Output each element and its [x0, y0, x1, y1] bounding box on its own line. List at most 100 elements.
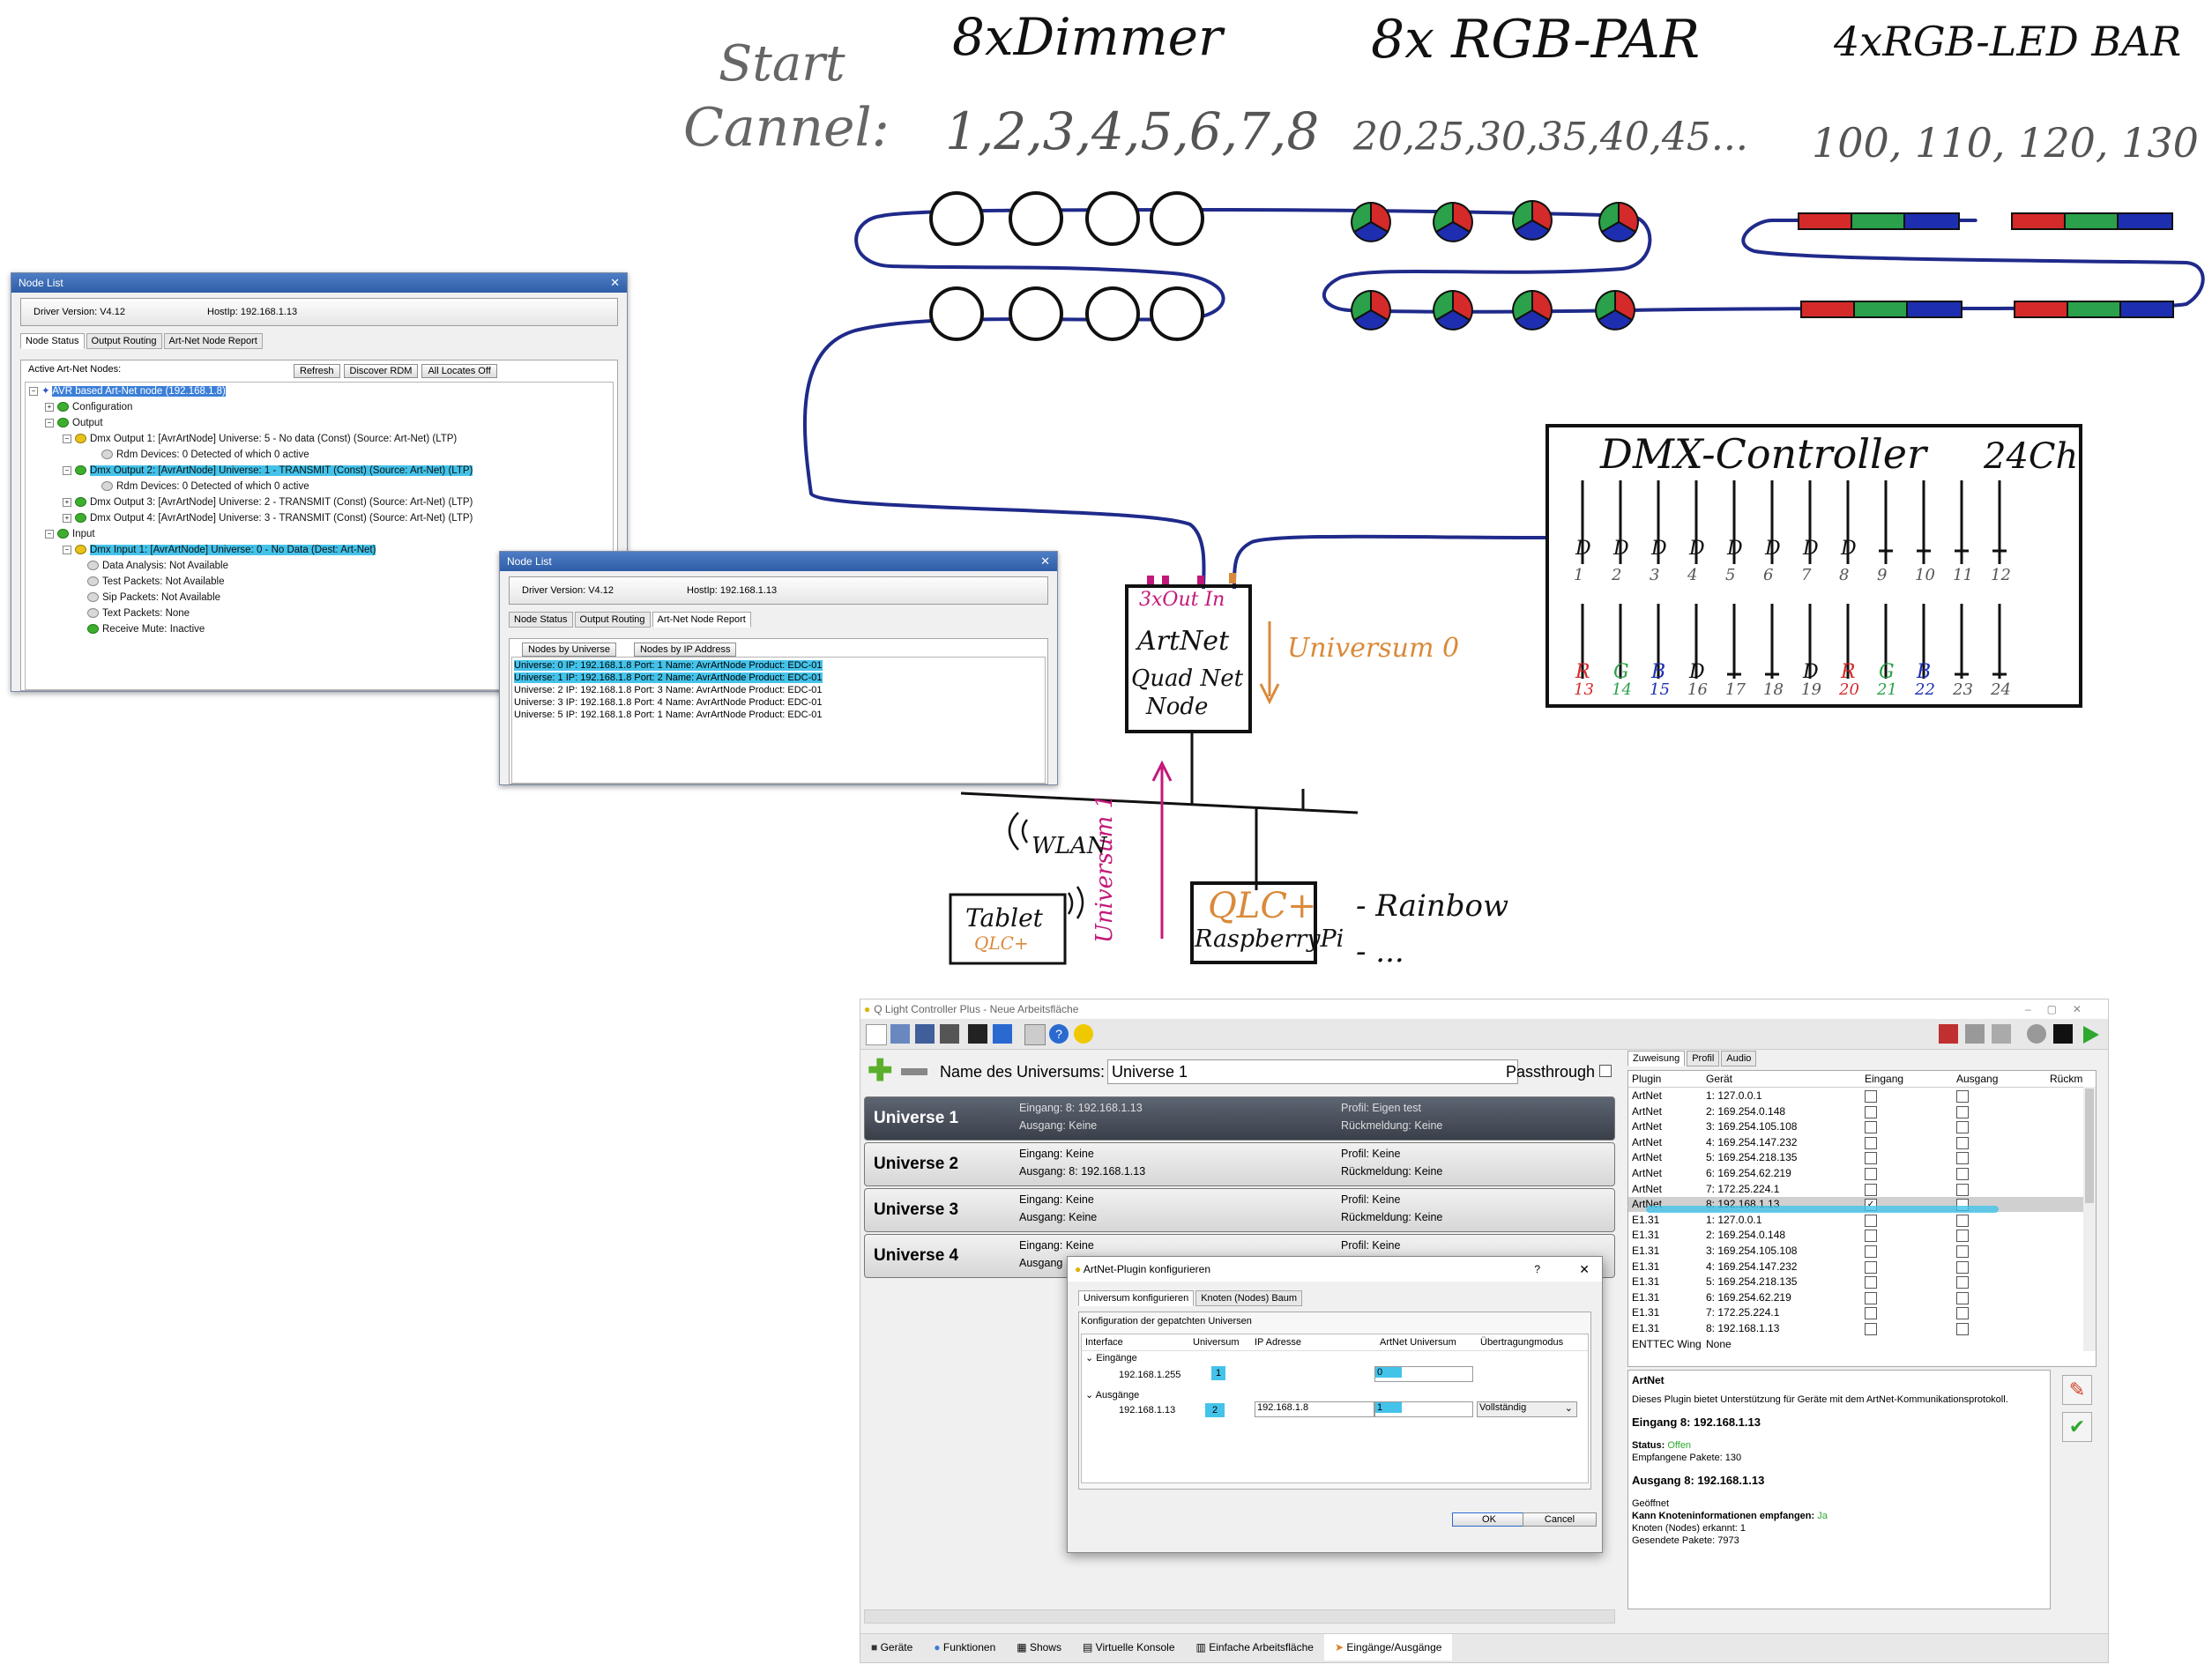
output-checkbox[interactable]	[1956, 1183, 1969, 1196]
eingaenge-group[interactable]: ⌄ Eingänge	[1085, 1353, 1137, 1364]
tree-input-1[interactable]: −Dmx Input 1: [AvrArtNode] Universe: 0 -…	[63, 543, 376, 557]
tab-einfache-arbeitsflaeche[interactable]: ▥ Einfache Arbeitsfläche	[1195, 1641, 1314, 1653]
help-icon[interactable]: ?	[1534, 1263, 1540, 1275]
tools-icon[interactable]	[1992, 1024, 2011, 1044]
address-tool-icon[interactable]	[993, 1024, 1012, 1044]
input-checkbox[interactable]	[1865, 1245, 1877, 1258]
ausgaenge-group[interactable]: ⌄ Ausgänge	[1085, 1390, 1140, 1401]
output-checkbox[interactable]	[1956, 1260, 1969, 1274]
monitor-icon[interactable]	[968, 1024, 987, 1044]
plugin-scrollbar[interactable]	[2083, 1087, 2096, 1351]
close-icon[interactable]: ✕	[1579, 1262, 1590, 1276]
col-eingang[interactable]: Eingang	[1865, 1073, 1904, 1085]
tab-node-report[interactable]: Art-Net Node Report	[652, 612, 751, 628]
out-mode-select[interactable]: Vollständig⌄	[1477, 1401, 1577, 1417]
out-ip-input[interactable]: 192.168.1.8	[1255, 1401, 1374, 1417]
edit-icon[interactable]	[940, 1024, 959, 1044]
tab-zuweisung[interactable]: Zuweisung	[1627, 1051, 1686, 1066]
output-checkbox[interactable]	[1956, 1136, 1969, 1149]
output-checkbox[interactable]	[1956, 1121, 1969, 1134]
discover-rdm-button[interactable]: Discover RDM	[343, 364, 419, 378]
tab-audio[interactable]: Audio	[1721, 1051, 1757, 1066]
universe-row-3[interactable]: Universe 3 Eingang: Keine Ausgang: Keine…	[864, 1188, 1615, 1232]
input-checkbox[interactable]	[1865, 1090, 1877, 1103]
universe-name-input[interactable]: Universe 1	[1107, 1059, 1518, 1084]
input-checkbox[interactable]	[1865, 1214, 1877, 1227]
input-checkbox[interactable]	[1865, 1105, 1877, 1118]
nodes-by-universe-button[interactable]: Nodes by Universe	[522, 643, 616, 657]
tab-funktionen[interactable]: ● Funktionen	[934, 1641, 996, 1653]
col-geraet[interactable]: Gerät	[1706, 1073, 1733, 1085]
all-locates-off-button[interactable]: All Locates Off	[421, 364, 497, 378]
input-checkbox[interactable]	[1865, 1136, 1877, 1149]
help-icon[interactable]: ?	[1049, 1024, 1069, 1044]
tab-node-status[interactable]: Node Status	[20, 333, 85, 349]
window-controls[interactable]: –▢✕	[2024, 1003, 2097, 1015]
tree-output-3[interactable]: +Dmx Output 3: [AvrArtNode] Universe: 2 …	[63, 495, 473, 509]
check-icon[interactable]: ✔	[2062, 1412, 2092, 1442]
input-checkbox[interactable]	[1865, 1323, 1877, 1335]
tab-node-status[interactable]: Node Status	[509, 612, 573, 628]
configure-plugin-icon[interactable]: ✎	[2062, 1375, 2092, 1405]
add-universe-icon[interactable]: ✚	[868, 1054, 893, 1088]
remove-universe-icon[interactable]	[901, 1068, 927, 1075]
tab-shows[interactable]: ▦ Shows	[1017, 1641, 1061, 1653]
nodes-by-ip-button[interactable]: Nodes by IP Address	[633, 643, 737, 657]
col-plugin[interactable]: Plugin	[1632, 1073, 1662, 1085]
output-checkbox[interactable]	[1956, 1168, 1969, 1180]
tree-output[interactable]: −Output	[45, 416, 103, 430]
out-artnet-spinbox[interactable]: 1	[1374, 1401, 1473, 1417]
refresh-button[interactable]: Refresh	[294, 364, 340, 378]
output-checkbox[interactable]	[1956, 1307, 1969, 1320]
wrench-icon[interactable]	[1965, 1024, 1985, 1044]
input-checkbox[interactable]	[1865, 1276, 1877, 1289]
input-checkbox[interactable]	[1865, 1168, 1877, 1180]
input-checkbox[interactable]	[1865, 1260, 1877, 1274]
tab-profil[interactable]: Profil	[1687, 1051, 1720, 1066]
new-icon[interactable]	[866, 1024, 887, 1045]
play-icon[interactable]	[2083, 1026, 2099, 1044]
universe-row-1[interactable]: Universe 1 Eingang: 8: 192.168.1.13 Ausg…	[864, 1096, 1615, 1141]
close-icon[interactable]: ✕	[610, 276, 620, 289]
output-checkbox[interactable]	[1956, 1105, 1969, 1118]
tree-output-2[interactable]: −Dmx Output 2: [AvrArtNode] Universe: 1 …	[63, 464, 473, 478]
input-checkbox[interactable]	[1865, 1183, 1877, 1196]
cancel-button[interactable]: Cancel	[1523, 1512, 1597, 1527]
tree-root[interactable]: −✦ AVR based Art-Net node (192.168.1.8)	[29, 384, 226, 398]
output-checkbox[interactable]	[1956, 1323, 1969, 1335]
tree-configuration[interactable]: +Configuration	[45, 400, 132, 414]
input-checkbox[interactable]	[1865, 1230, 1877, 1243]
about-icon[interactable]	[1074, 1024, 1093, 1044]
input-checkbox[interactable]	[1865, 1152, 1877, 1165]
plugin-icon[interactable]	[1939, 1024, 1958, 1044]
close-icon[interactable]: ✕	[1040, 554, 1050, 568]
tree-input[interactable]: −Input	[45, 527, 95, 541]
horizontal-scrollbar[interactable]	[864, 1609, 1615, 1624]
save-icon[interactable]	[915, 1024, 935, 1044]
output-checkbox[interactable]	[1956, 1152, 1969, 1165]
output-checkbox[interactable]	[1956, 1214, 1969, 1227]
tab-eingaenge-ausgaenge[interactable]: ➤ Eingänge/Ausgänge	[1323, 1634, 1453, 1661]
ok-button[interactable]: OK	[1452, 1512, 1526, 1527]
fullscreen-icon[interactable]	[1024, 1024, 1046, 1045]
open-icon[interactable]	[890, 1024, 910, 1044]
output-checkbox[interactable]	[1956, 1276, 1969, 1289]
col-rueckm[interactable]: Rückm	[2050, 1073, 2083, 1085]
stop-icon[interactable]	[2027, 1024, 2046, 1044]
passthrough-checkbox[interactable]	[1599, 1065, 1612, 1077]
tab-output-routing[interactable]: Output Routing	[86, 333, 162, 349]
universe-row-2[interactable]: Universe 2 Eingang: Keine Ausgang: 8: 19…	[864, 1142, 1615, 1186]
